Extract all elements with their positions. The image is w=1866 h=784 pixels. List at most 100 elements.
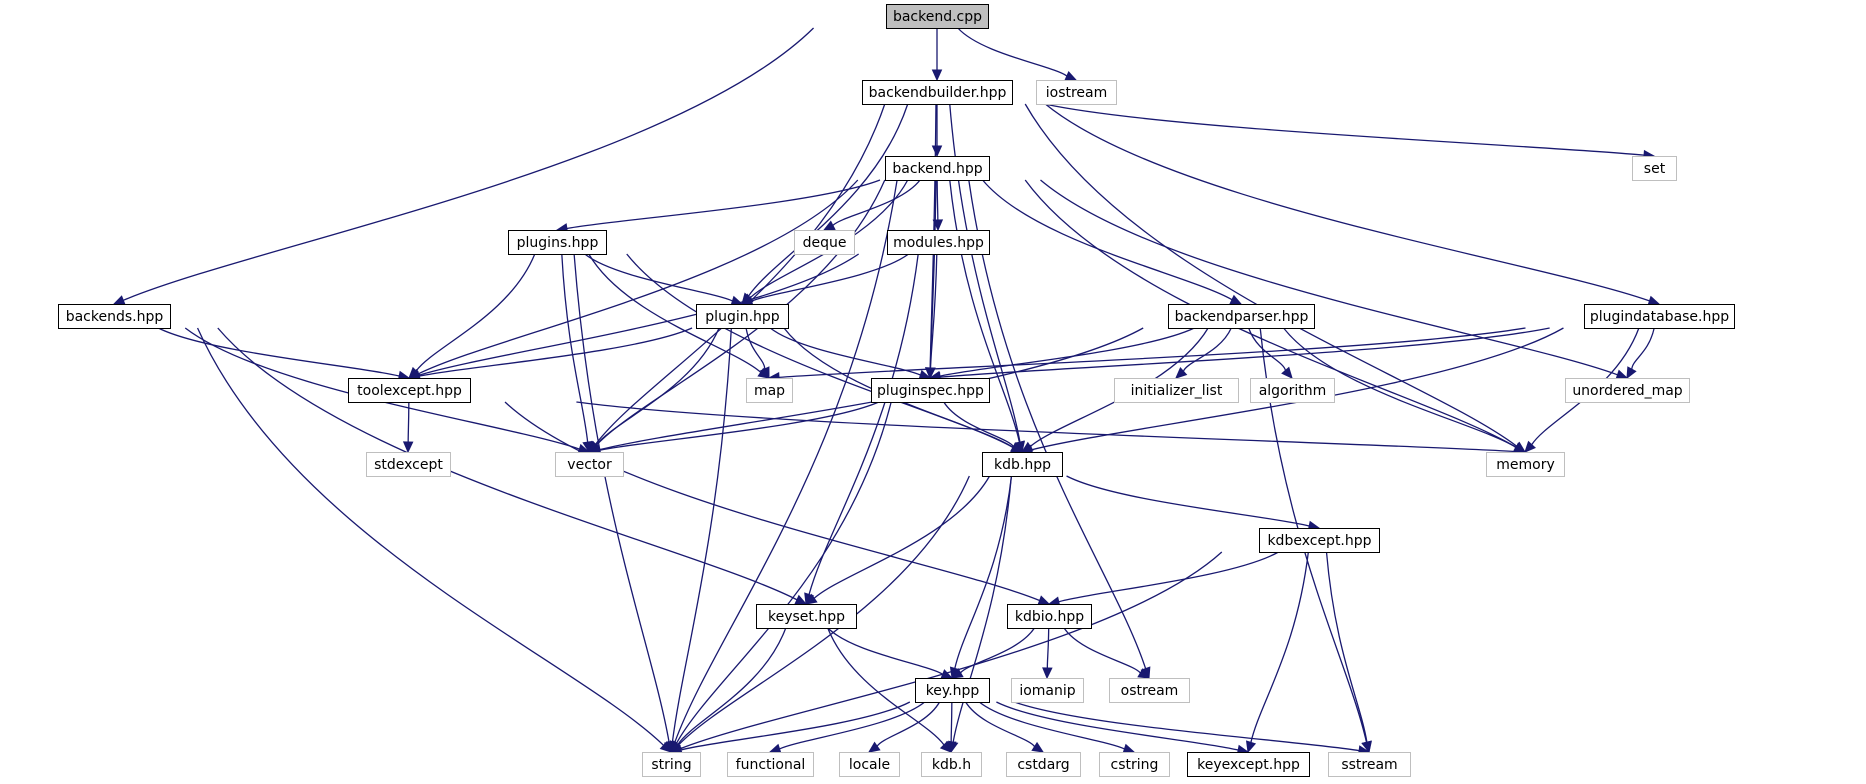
- node-backends-hpp[interactable]: backends.hpp: [58, 304, 171, 329]
- edge-arrowhead: [1010, 441, 1024, 453]
- edge-line: [561, 253, 589, 443]
- node-box: [1006, 752, 1081, 777]
- node-box: [555, 452, 624, 477]
- edge-line: [929, 179, 937, 369]
- edge-line: [157, 327, 400, 377]
- node-label: functional: [736, 757, 806, 773]
- edge-backend-cpp-to-iostream: [957, 27, 1078, 81]
- node-label: vector: [567, 457, 612, 473]
- node-cstdarg: cstdarg: [1006, 752, 1081, 777]
- edge-line: [778, 327, 1526, 378]
- node-label: key.hpp: [926, 683, 980, 699]
- edge-plugins-hpp-to-toolexcept-hpp: [408, 253, 536, 379]
- node-label: sstream: [1341, 757, 1397, 773]
- node-kdb-hpp[interactable]: kdb.hpp: [982, 452, 1063, 477]
- node-label: stdexcept: [374, 457, 443, 473]
- edge-arrowhead: [1064, 70, 1078, 81]
- edge-line: [504, 401, 1040, 602]
- edge-arrowhead: [402, 441, 414, 454]
- node-plugins-hpp[interactable]: plugins.hpp: [508, 230, 607, 255]
- edge-key-hpp-to-cstdarg: [965, 701, 1045, 753]
- node-label: ostream: [1121, 683, 1179, 699]
- edge-line: [418, 253, 860, 376]
- node-label: backend.cpp: [893, 9, 982, 25]
- edge-line: [674, 179, 898, 743]
- node-deque: deque: [794, 230, 855, 255]
- edge-kdb-hpp-to-keyset-hpp: [805, 475, 991, 605]
- edge-arrowhead: [1281, 366, 1293, 379]
- edge-line: [813, 475, 991, 599]
- node-algorithm: algorithm: [1250, 378, 1335, 403]
- node-backend-cpp[interactable]: backend.cpp: [886, 4, 989, 29]
- edge-line: [1044, 103, 1645, 156]
- node-backendbuilder-hpp[interactable]: backendbuilder.hpp: [862, 80, 1013, 105]
- node-label: set: [1644, 161, 1666, 177]
- node-box: [1584, 304, 1735, 329]
- edge-modules-hpp-to-pluginspec-hpp: [925, 253, 938, 380]
- edge-toolexcept-hpp-to-stdexcept: [402, 401, 414, 454]
- edge-line: [417, 179, 859, 375]
- node-backend-hpp[interactable]: backend.hpp: [885, 156, 990, 181]
- node-box: [794, 230, 855, 255]
- node-box: [886, 4, 989, 29]
- node-keyexcept-hpp[interactable]: keyexcept.hpp: [1187, 752, 1310, 777]
- edge-arrowhead: [822, 220, 836, 231]
- edge-line: [965, 701, 1036, 748]
- node-kdbexcept-hpp[interactable]: kdbexcept.hpp: [1259, 528, 1380, 553]
- node-label: deque: [803, 235, 847, 251]
- node-box: [1328, 752, 1411, 777]
- node-label: locale: [849, 757, 890, 773]
- node-label: cstdarg: [1017, 757, 1069, 773]
- edge-arrowhead: [1245, 740, 1257, 754]
- edge-line: [123, 27, 815, 301]
- node-key-hpp[interactable]: key.hpp: [915, 678, 990, 703]
- edge-arrowhead: [1042, 667, 1053, 680]
- node-plugindatabase-hpp[interactable]: plugindatabase.hpp: [1584, 304, 1735, 329]
- node-modules-hpp[interactable]: modules.hpp: [887, 230, 990, 255]
- node-box: [915, 678, 990, 703]
- edge-arrowhead: [759, 366, 770, 380]
- edge-line: [960, 627, 1035, 674]
- node-backendparser-hpp[interactable]: backendparser.hpp: [1168, 304, 1315, 329]
- node-plugin-hpp[interactable]: plugin.hpp: [696, 304, 789, 329]
- edge-line: [671, 327, 732, 743]
- edge-backend-hpp-to-string: [669, 179, 898, 754]
- edge-arrowhead: [931, 145, 943, 158]
- edge-backend-hpp-to-deque: [822, 179, 921, 231]
- edge-arrowhead: [950, 668, 964, 679]
- node-pluginspec-hpp[interactable]: pluginspec.hpp: [871, 378, 990, 403]
- edge-pluginspec-hpp-to-kdb-hpp: [943, 401, 1024, 453]
- node-box: [508, 230, 607, 255]
- node-keyset-hpp[interactable]: keyset.hpp: [756, 604, 857, 629]
- node-label: kdbio.hpp: [1015, 609, 1084, 625]
- edge-line: [584, 253, 733, 302]
- node-kdbio-hpp[interactable]: kdbio.hpp: [1007, 604, 1092, 629]
- edge-arrowhead: [1615, 369, 1629, 380]
- edge-line: [1248, 327, 1287, 371]
- node-box: [1259, 528, 1380, 553]
- edge-plugin-hpp-to-vector: [588, 327, 720, 453]
- node-box: [1109, 678, 1190, 703]
- node-toolexcept-hpp[interactable]: toolexcept.hpp: [348, 378, 471, 403]
- node-stdexcept: stdexcept: [366, 452, 451, 477]
- edge-line: [1058, 551, 1279, 603]
- edge-arrowhead: [1626, 366, 1637, 380]
- node-box: [871, 378, 990, 403]
- edge-plugins-hpp-to-vector: [561, 253, 593, 454]
- node-box: [887, 230, 990, 255]
- node-label: backendbuilder.hpp: [869, 85, 1007, 101]
- node-initializer-list: initializer_list: [1114, 378, 1239, 403]
- edge-keyset-hpp-to-string: [670, 627, 787, 753]
- edge-line: [418, 327, 693, 377]
- edge-line: [573, 253, 670, 743]
- edge-line: [1014, 701, 1360, 752]
- node-label: backend.hpp: [892, 161, 982, 177]
- node-box: [642, 752, 701, 777]
- edge-line: [1283, 327, 1517, 448]
- edge-backend-hpp-to-toolexcept-hpp: [407, 179, 859, 379]
- edge-line: [968, 179, 1147, 669]
- edge-line: [1046, 627, 1050, 669]
- edge-arrowhead: [1137, 668, 1151, 679]
- node-box: [1114, 378, 1239, 403]
- node-box: [921, 752, 982, 777]
